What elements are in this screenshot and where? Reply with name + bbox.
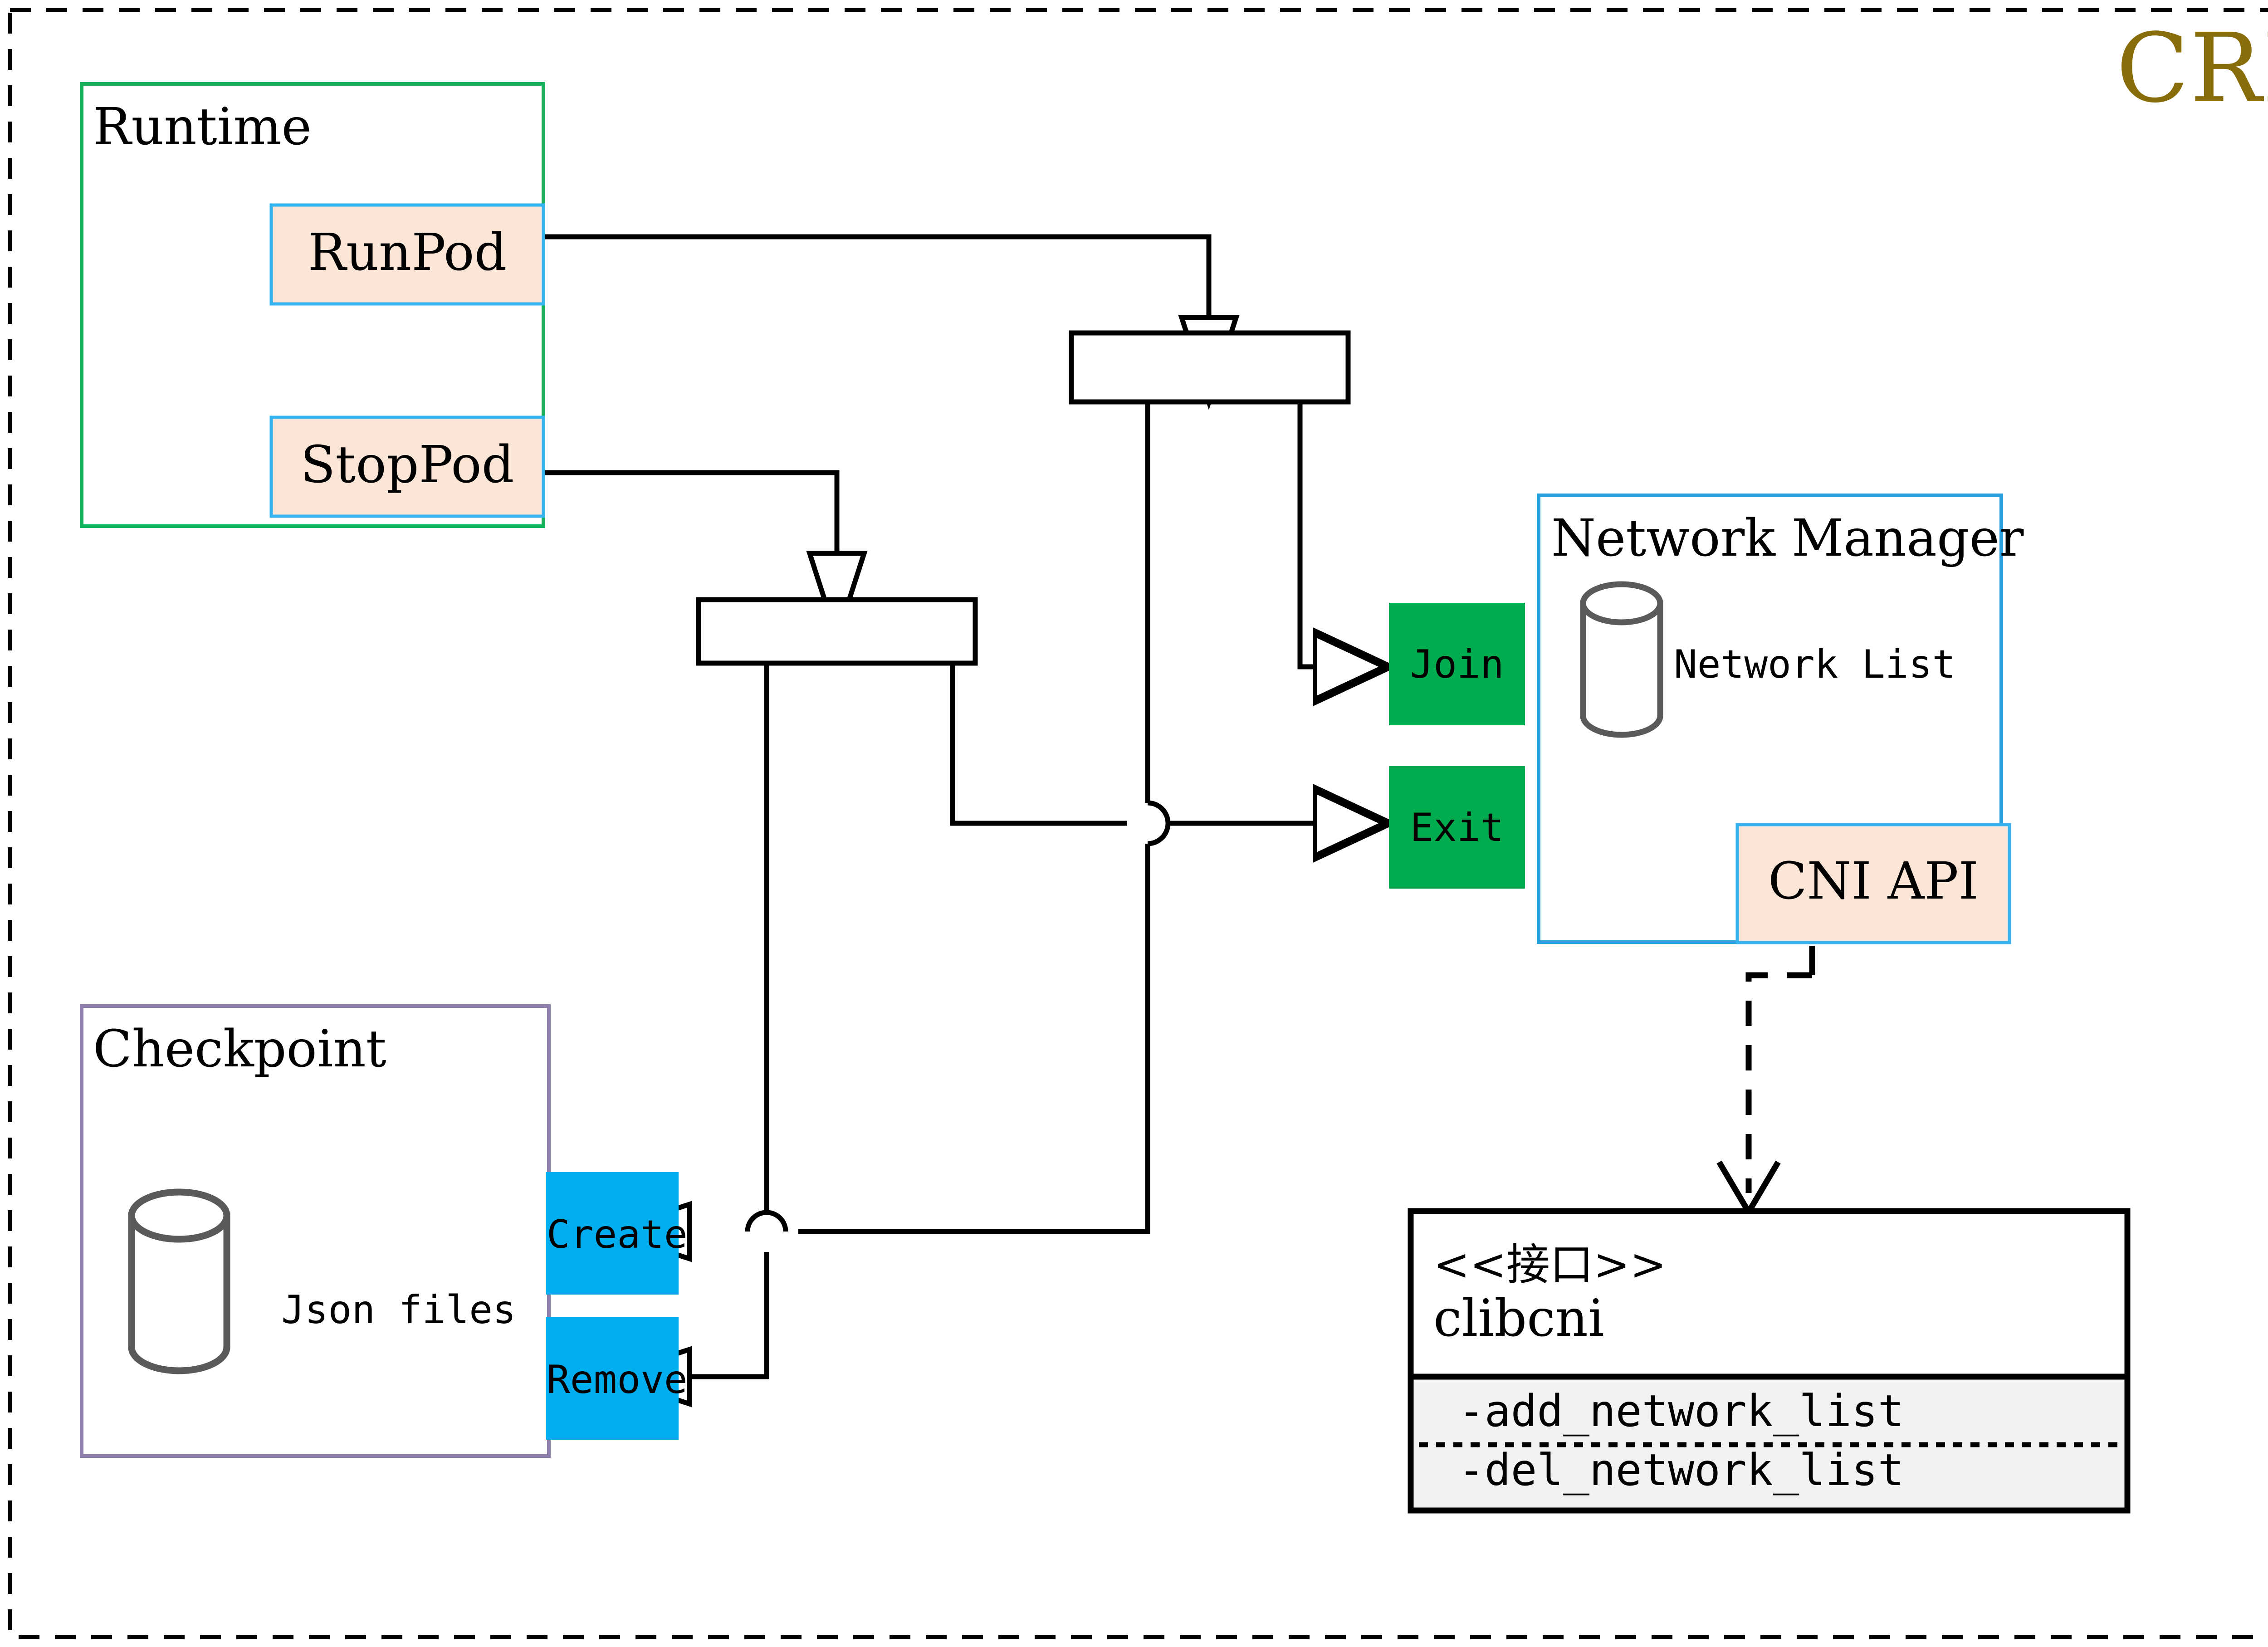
json-files-cylinder-icon bbox=[128, 1188, 230, 1374]
edge-runpod-to-fork-top bbox=[543, 234, 1212, 318]
edge-fork-bottom-to-remove-b bbox=[689, 1252, 769, 1379]
join-label[interactable]: Join bbox=[1410, 642, 1504, 687]
remove-label[interactable]: Remove bbox=[547, 1357, 688, 1403]
fork-bottom-bar bbox=[696, 597, 978, 666]
json-files-label: Json files bbox=[281, 1287, 516, 1333]
exit-label[interactable]: Exit bbox=[1410, 805, 1504, 850]
clibcni-stereotype: <<接口>> bbox=[1433, 1239, 1667, 1290]
stoppod-node bbox=[269, 415, 545, 518]
stoppod-label[interactable]: StopPod bbox=[300, 435, 514, 494]
exit-node bbox=[1389, 766, 1525, 889]
remove-node bbox=[546, 1317, 679, 1440]
page-title: CRI bbox=[2116, 13, 2268, 124]
clibcni-name: clibcni bbox=[1433, 1289, 1604, 1348]
runpod-label[interactable]: RunPod bbox=[308, 223, 507, 282]
arrowhead-fork-bottom bbox=[806, 551, 868, 646]
create-label[interactable]: Create bbox=[547, 1212, 688, 1257]
cni-api-node bbox=[1735, 823, 2011, 944]
network-list-cylinder-icon bbox=[1580, 581, 1663, 738]
network-manager-group-label: Network Manager bbox=[1551, 509, 2024, 568]
cni-api-label[interactable]: CNI API bbox=[1768, 852, 1979, 911]
edge-stoppod-to-fork-bottom bbox=[543, 470, 840, 553]
outer-frame bbox=[8, 8, 2268, 1639]
edge-fork-top-to-join bbox=[1297, 402, 1388, 667]
clibcni-operations-compartment bbox=[1414, 1377, 2124, 1507]
runtime-group-label: Runtime bbox=[93, 98, 312, 156]
line-jump-create-crossing bbox=[745, 1210, 788, 1232]
edge-fork-top-to-create-b bbox=[798, 844, 1150, 1234]
fork-top-bar bbox=[1069, 330, 1351, 405]
join-node bbox=[1389, 603, 1525, 725]
edge-fork-bottom-to-exit bbox=[950, 663, 1127, 826]
clibcni-operation-0[interactable]: -add_network_list bbox=[1458, 1386, 1904, 1437]
create-node bbox=[546, 1172, 679, 1295]
runpod-node bbox=[269, 203, 545, 306]
clibcni-operation-1[interactable]: -del_network_list bbox=[1458, 1445, 1904, 1495]
edge-cniapi-to-clibcni-dashed bbox=[1745, 972, 1812, 1193]
checkpoint-group-label: Checkpoint bbox=[93, 1020, 386, 1079]
line-jump-exit-crossing bbox=[1147, 800, 1171, 846]
network-list-label: Network List bbox=[1674, 642, 1956, 687]
